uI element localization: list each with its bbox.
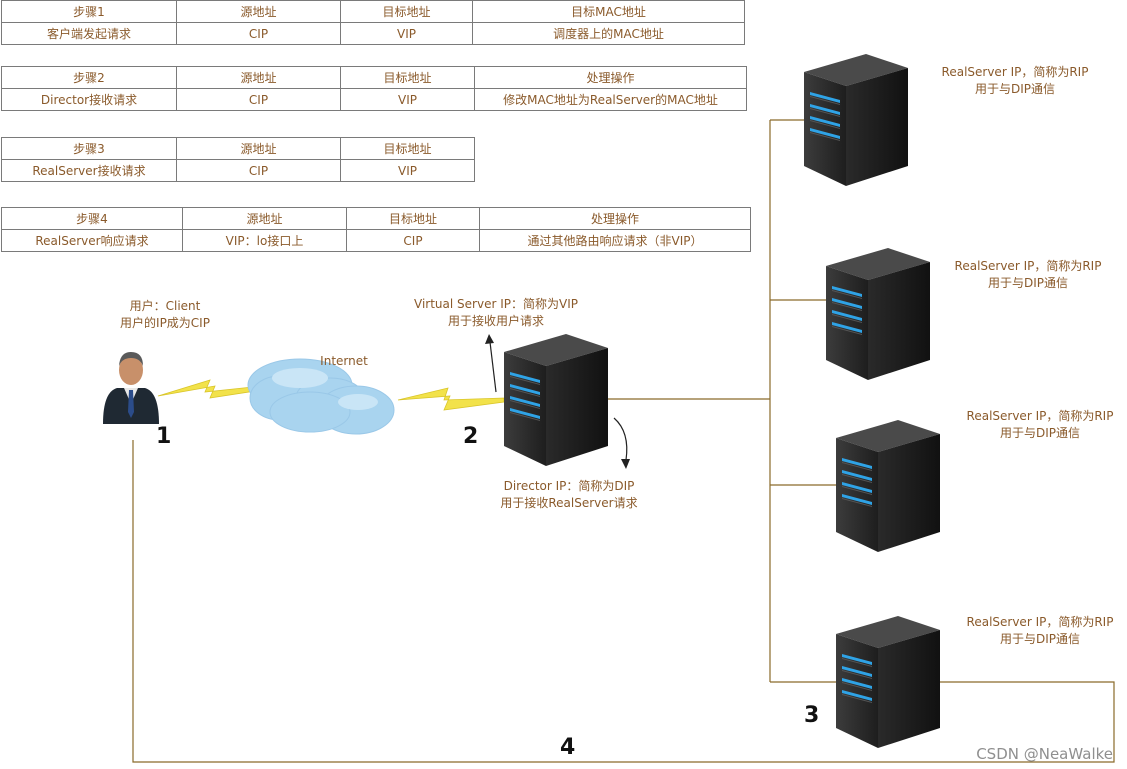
table-cell: VIP：lo接口上 [182,229,347,252]
realserver-label-line1: RealServer IP，简称为RIP [966,409,1114,423]
realserver-2-icon [826,248,930,380]
step2-table: 步骤2 源地址 目标地址 处理操作 Director接收请求 CIP VIP 修… [1,66,747,111]
realserver-label-line1: RealServer IP，简称为RIP [954,259,1102,273]
realserver-2-label: RealServer IP，简称为RIP 用于与DIP通信 [943,258,1113,292]
table-header-row: 步骤4 源地址 目标地址 处理操作 [1,207,751,230]
table-cell: VIP [340,159,475,182]
realserver-label-line1: RealServer IP，简称为RIP [966,615,1114,629]
step4-table: 步骤4 源地址 目标地址 处理操作 RealServer响应请求 VIP：lo接… [1,207,751,252]
realserver-1-icon [804,54,908,186]
table-cell: CIP [346,229,480,252]
dip-arrow-icon [613,417,628,461]
table-header-row: 步骤2 源地址 目标地址 处理操作 [1,66,747,89]
table-cell: CIP [176,159,341,182]
table-cell: 步骤3 [1,137,177,160]
step1-table: 步骤1 源地址 目标地址 目标MAC地址 客户端发起请求 CIP VIP 调度器… [1,0,745,45]
step-number-4: 4 [560,735,576,760]
lightning-link-client [157,379,263,399]
realserver-4-label: RealServer IP，简称为RIP 用于与DIP通信 [955,614,1125,648]
step-number-3: 3 [804,703,820,728]
realserver-3-icon [836,420,940,552]
table-cell: 修改MAC地址为RealServer的MAC地址 [474,88,747,111]
table-row: RealServer响应请求 VIP：lo接口上 CIP 通过其他路由响应请求（… [1,229,751,252]
table-cell: 源地址 [176,137,341,160]
vip-label-line1: Virtual Server IP：简称为VIP [414,297,578,311]
dip-label: Director IP：简称为DIP 用于接收RealServer请求 [492,478,646,512]
connection-lines [132,119,1115,763]
table-cell: VIP [340,22,473,45]
vip-label: Virtual Server IP：简称为VIP 用于接收用户请求 [404,296,588,330]
table-cell: CIP [176,88,341,111]
table-header-row: 步骤3 源地址 目标地址 [1,137,475,160]
watermark: CSDN @NeaWalke [976,745,1113,763]
table-row: 客户端发起请求 CIP VIP 调度器上的MAC地址 [1,22,745,45]
realserver-3-label: RealServer IP，简称为RIP 用于与DIP通信 [955,408,1125,442]
dip-label-line2: 用于接收RealServer请求 [500,496,638,510]
dip-label-line1: Director IP：简称为DIP [503,479,635,493]
realserver-4-icon [836,616,940,748]
table-cell: VIP [340,88,475,111]
table-row: Director接收请求 CIP VIP 修改MAC地址为RealServer的… [1,88,747,111]
realserver-1-label: RealServer IP，简称为RIP 用于与DIP通信 [930,64,1100,98]
step-number-1: 1 [156,424,172,449]
realserver-label-line2: 用于与DIP通信 [987,276,1069,290]
client-label-line2: 用户的IP成为CIP [120,316,210,330]
table-cell: 调度器上的MAC地址 [472,22,745,45]
vip-label-line2: 用于接收用户请求 [447,314,544,328]
table-cell: RealServer响应请求 [1,229,183,252]
table-cell: 客户端发起请求 [1,22,177,45]
realserver-label-line2: 用于与DIP通信 [999,426,1081,440]
internet-label: Internet [320,354,368,368]
step3-table: 步骤3 源地址 目标地址 RealServer接收请求 CIP VIP [1,137,475,182]
table-cell: CIP [176,22,341,45]
client-label: 用户：Client 用户的IP成为CIP [104,298,226,332]
table-cell: 通过其他路由响应请求（非VIP） [479,229,751,252]
client-label-line1: 用户：Client [129,299,201,313]
table-cell: RealServer接收请求 [1,159,177,182]
vip-arrow-icon [489,341,497,393]
step-number-2: 2 [463,424,479,449]
table-header-row: 步骤1 源地址 目标地址 目标MAC地址 [1,0,745,23]
dip-arrowhead-icon [621,459,630,469]
realserver-label-line2: 用于与DIP通信 [974,82,1056,96]
table-row: RealServer接收请求 CIP VIP [1,159,475,182]
realserver-label-line1: RealServer IP，简称为RIP [941,65,1089,79]
vip-arrowhead-icon [485,334,494,344]
table-cell: Director接收请求 [1,88,177,111]
realserver-label-line2: 用于与DIP通信 [999,632,1081,646]
cloud-highlight [272,368,378,410]
lightning-link-director [397,387,505,411]
client-user-icon [103,352,159,424]
director-server-icon [504,334,608,466]
